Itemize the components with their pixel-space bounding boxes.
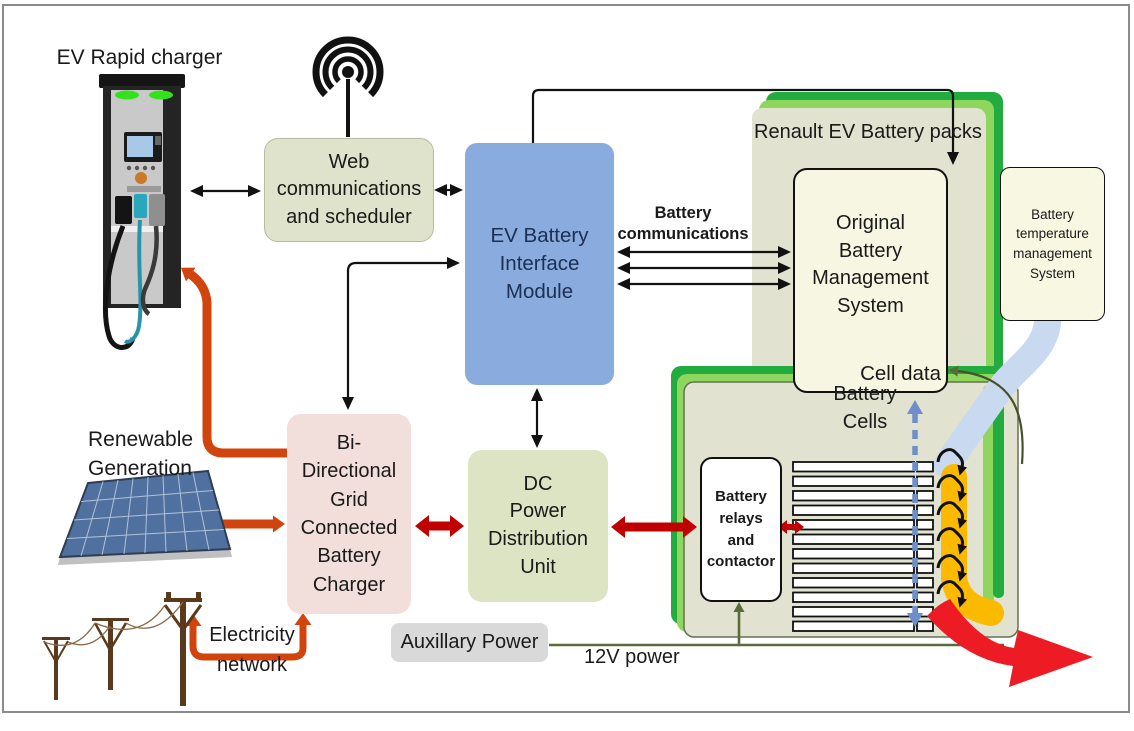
web-communications-box: Web communications and scheduler — [264, 138, 434, 242]
ev-charger-image — [99, 74, 185, 350]
twelve-v-power-label: 12V power — [584, 646, 680, 668]
battery-relays-box: Battery relays and contactor — [700, 457, 782, 602]
battery-cells-graphic — [792, 461, 934, 632]
coolant-band — [933, 298, 1062, 479]
dc-power-distribution-box: DC Power Distribution Unit — [468, 450, 608, 602]
power-output-arrow — [927, 599, 1093, 687]
power-lines-image — [42, 592, 203, 706]
solar-panel-image — [58, 469, 232, 565]
renault-battery-packs-label: Renault EV Battery packs — [754, 121, 982, 143]
original-bms-box: Original Battery Management System — [793, 168, 948, 393]
renewable-generation-label: Renewable Generation — [88, 428, 194, 480]
battery-cells-label: Battery Cells — [833, 383, 897, 433]
ev-battery-interface-module-box: EV Battery Interface Module — [465, 143, 614, 385]
antenna-icon — [312, 36, 384, 98]
auxillary-power-badge: Auxillary Power — [391, 623, 548, 662]
ev-rapid-charger-label: EV Rapid charger — [56, 46, 223, 69]
battery-temperature-management-box: Battery temperature management System — [1000, 167, 1105, 321]
bidirectional-charger-box: Bi- Directional Grid Connected Battery C… — [287, 414, 411, 614]
cell-data-label: Cell data — [860, 362, 941, 385]
communication-arrows — [190, 79, 959, 448]
electricity-network-label: Electricity network — [209, 624, 295, 676]
battery-communications-label: Battery communications — [617, 204, 749, 244]
aux-power-lines — [549, 365, 1024, 647]
dc-power-arrows — [415, 515, 804, 538]
